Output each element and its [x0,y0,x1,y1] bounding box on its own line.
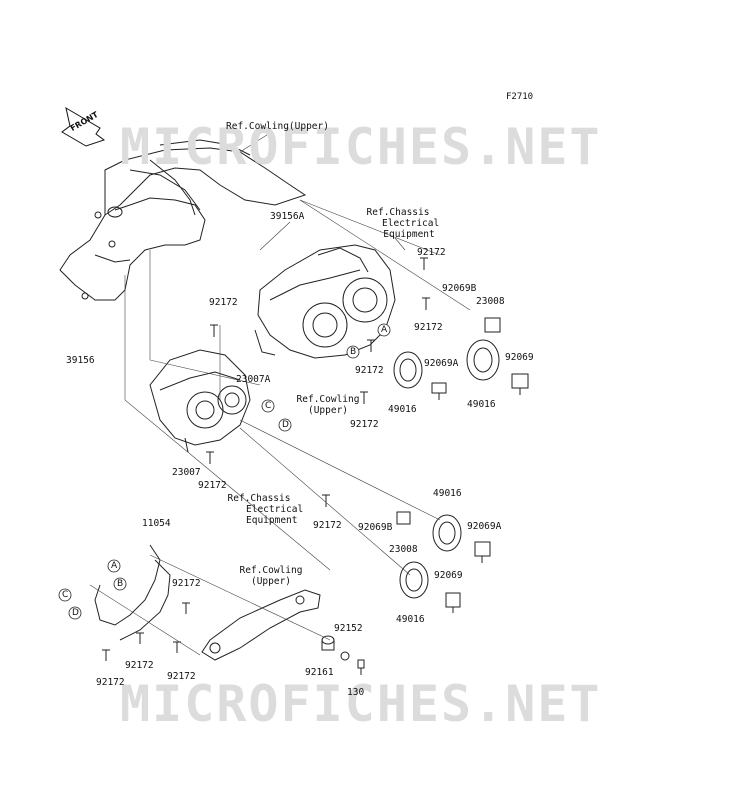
ref-line: Electrical [246,504,304,515]
dust-covers-drawing [393,339,500,599]
ref-cowling-upper-bottom: Ref.Cowling (Upper) [236,565,306,587]
part-92172: 92172 [209,297,238,308]
bulbs-drawing [396,317,529,613]
callout-c-bracket: C [62,590,69,600]
ref-line: Electrical [382,218,440,229]
callout-d-bracket: D [72,608,79,618]
part-23008: 23008 [389,544,418,555]
part-92069A: 92069A [424,358,459,369]
part-92161: 92161 [305,667,334,678]
figure-number: F2710 [506,92,534,102]
callout-circles [58,323,391,620]
part-92069B: 92069B [442,283,477,294]
ref-line: (Upper) [307,405,349,416]
part-92172: 92172 [414,322,443,333]
ref-line: Ref.Chassis [227,493,291,504]
part-92069: 92069 [434,570,463,581]
ref-line: Ref.Chassis [366,207,430,218]
ref-chassis-electrical-top: Ref.Chassis Electrical Equipment [360,207,440,240]
ref-cowling-upper-top: Ref.Cowling(Upper) [226,121,329,132]
watermark-top: MICROFICHES.NET [120,118,602,176]
front-arrow-icon [61,106,106,147]
part-39156: 39156 [66,355,95,366]
ref-line: Ref.Cowling [296,394,360,405]
part-39156A: 39156A [270,211,305,222]
part-92069: 92069 [505,352,534,363]
part-92172: 92172 [417,247,446,258]
watermark-bottom: MICROFICHES.NET [120,675,602,733]
bracket-drawing [94,544,321,661]
callout-a: A [381,325,388,335]
part-92152: 92152 [334,623,363,634]
callout-c: C [265,401,272,411]
part-92172: 92172 [355,365,384,376]
part-130: 130 [347,687,365,698]
ref-line: Equipment [246,515,298,526]
upper-headlight-drawing [254,244,396,359]
part-92069B: 92069B [358,522,393,533]
upper-cowling-drawing [59,139,307,301]
part-23007A: 23007A [236,374,271,385]
callout-b: B [350,347,357,357]
callout-d: D [282,420,289,430]
grommet-drawing [321,635,365,675]
ref-line: Ref.Cowling [239,565,303,576]
part-92172: 92172 [198,480,227,491]
part-49016: 49016 [467,399,496,410]
part-49016: 49016 [433,488,462,499]
ref-line: Equipment [383,229,435,240]
part-23007: 23007 [172,467,201,478]
part-49016: 49016 [388,404,417,415]
ref-chassis-electrical-mid: Ref.Chassis Electrical Equipment [222,493,304,526]
part-11054: 11054 [142,518,171,529]
part-92172: 92172 [167,671,196,682]
ref-line: (Upper) [250,576,292,587]
part-23008: 23008 [476,296,505,307]
part-49016: 49016 [396,614,425,625]
callout-b-bracket: B [117,579,124,589]
leader-lines [89,132,471,656]
part-92172: 92172 [96,677,125,688]
lower-headlight-drawing [149,349,251,453]
callout-a-bracket: A [111,561,118,571]
bolts-drawing [102,257,430,661]
part-92172: 92172 [350,419,379,430]
part-92172: 92172 [125,660,154,671]
part-92172: 92172 [172,578,201,589]
part-92172: 92172 [313,520,342,531]
part-92069A: 92069A [467,521,502,532]
ref-cowling-upper-mid: Ref.Cowling (Upper) [288,394,368,416]
